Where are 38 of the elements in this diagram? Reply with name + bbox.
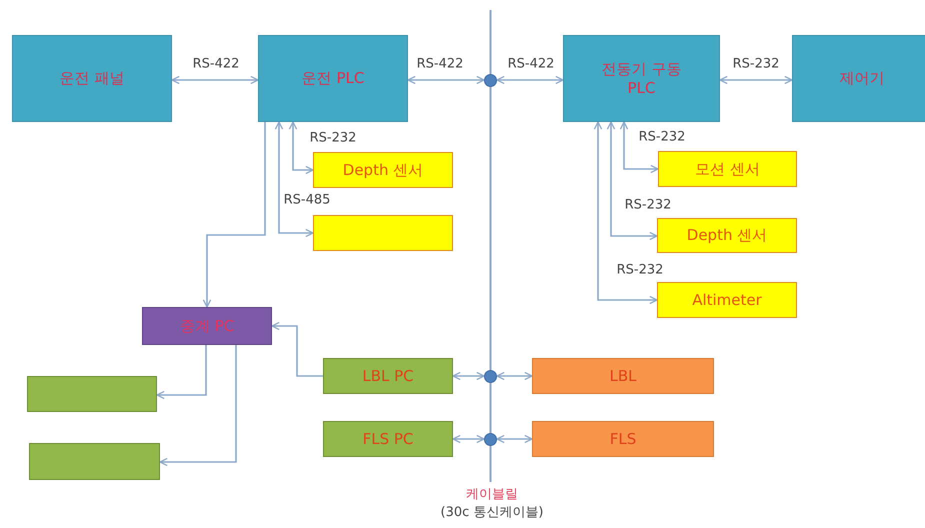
connector-arrow (407, 76, 485, 84)
device-box: 제어기 (792, 35, 925, 122)
connector-arrow (171, 76, 259, 84)
pc-box: FLS PC (323, 421, 453, 457)
pc-box: 중계 PC (142, 307, 272, 345)
device-box: FLS (532, 421, 714, 457)
connector-arrow (496, 372, 533, 380)
cable-reel-label: 케이블릴 (466, 486, 518, 503)
sensor-box: 모션 센서 (658, 151, 797, 187)
device-box: 운전 PLC (258, 35, 408, 122)
junction-dot (484, 74, 497, 87)
connector-arrow (594, 121, 658, 304)
connector-arrow (202, 122, 266, 308)
sensor-box: Altimeter (657, 282, 797, 318)
pc-box (27, 376, 157, 412)
junction-dot (484, 433, 497, 446)
connector-arrow (452, 434, 485, 444)
connector-arrow (719, 76, 793, 84)
connector-arrow (620, 121, 659, 174)
device-box: 운전 패널 (12, 35, 172, 122)
connector-arrow (159, 345, 237, 466)
device-box: 전동기 구동 PLC (563, 35, 720, 122)
connector-arrow (271, 322, 323, 377)
junction-dot (484, 370, 497, 383)
connector-arrow (496, 76, 564, 84)
cable-note: (30c 통신케이블) (440, 504, 544, 521)
connector-arrow (606, 121, 658, 240)
pc-box: LBL PC (323, 358, 453, 394)
sensor-box: Depth 센서 (313, 152, 453, 188)
sensor-box: Depth 센서 (657, 218, 797, 253)
connector-arrow (156, 345, 207, 400)
pc-box (29, 443, 160, 480)
sensor-box (313, 215, 453, 251)
connector-arrow (274, 121, 314, 238)
connector-arrow (452, 372, 485, 380)
connector-arrow (288, 121, 314, 174)
connector-arrow (496, 434, 533, 444)
device-box: LBL (532, 358, 714, 394)
